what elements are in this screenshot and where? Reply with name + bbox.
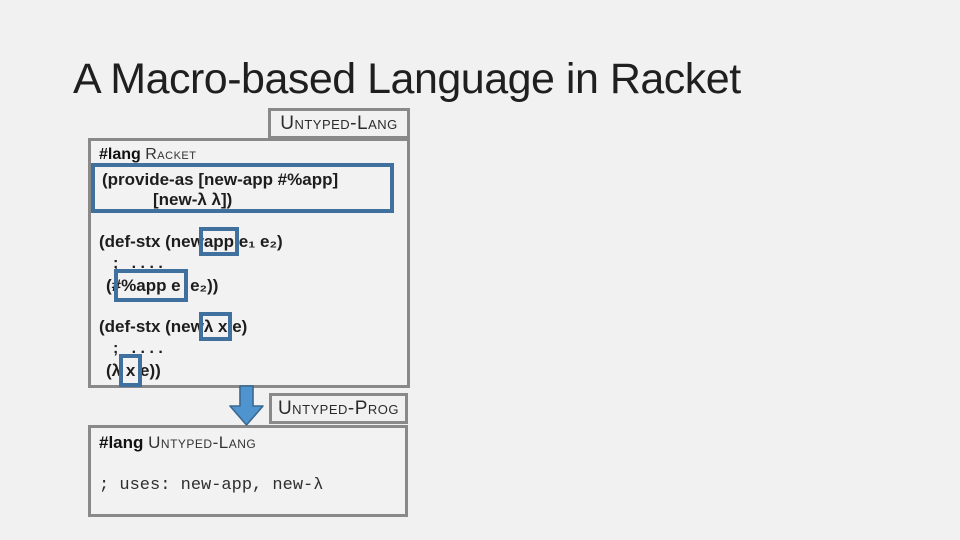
untyped-prog-label-box: Untyped-Prog — [269, 393, 408, 424]
untyped-lang-label-box: Untyped-Lang — [268, 108, 410, 139]
page-title: A Macro-based Language in Racket — [73, 55, 741, 103]
code-line-lambda-body: (λ x e)) — [106, 354, 247, 387]
untyped-lang-label: Untyped-Lang — [280, 112, 398, 134]
code-line-ellipsis: ; . . . . — [113, 255, 163, 272]
highlight-box-lambda-x: λ x — [198, 312, 233, 341]
code-segment: (λ — [106, 361, 126, 380]
uses-comment: ; uses: new-app, new-λ — [99, 476, 324, 495]
code-segment: e₂)) — [180, 276, 219, 295]
provide-line-1: (provide-as [new-app #%app] — [102, 170, 339, 189]
code-segment: (# — [106, 276, 122, 295]
highlight-box-x: x — [118, 354, 143, 387]
lang-directive-untyped-lang: #lang Untyped-Lang — [99, 433, 256, 453]
bottom-code-box: #lang Untyped-Lang ; uses: new-app, new-… — [88, 425, 408, 517]
untyped-prog-label: Untyped-Prog — [277, 397, 400, 419]
provide-highlight-box: (provide-as [new-app #%app] [new-λ λ]) — [91, 163, 394, 213]
lang-directive-racket: #lang Racket — [99, 146, 196, 164]
code-segment: (def-stx (new — [99, 232, 204, 251]
code-segment: e₁ e₂) — [234, 232, 283, 251]
code-segment: (def-stx (new — [99, 317, 204, 336]
code-segment: e) — [227, 317, 248, 336]
highlight-box-app: app — [198, 227, 240, 256]
main-code-box: #lang Racket (provide-as [new-app #%app]… — [88, 138, 410, 388]
code-line-app-body: (#%app e e₂)) — [106, 269, 283, 302]
code-segment: e)) — [135, 361, 161, 380]
lang-name-untyped-lang: Untyped-Lang — [148, 433, 257, 452]
highlight-box-percent-app: %app e — [114, 269, 188, 302]
lang-name-racket: Racket — [145, 146, 197, 163]
code-line-new-app-head: (def-stx (newapp e₁ e₂) — [99, 227, 283, 256]
def-stx-new-lambda-block: (def-stx (newλ x e) ; . . . . (λ x e)) — [99, 312, 248, 387]
code-line-ellipsis: ; . . . . — [113, 340, 163, 357]
hash-lang-keyword: #lang — [99, 146, 141, 163]
provide-line-2: [new-λ λ]) — [153, 190, 233, 209]
hash-lang-keyword: #lang — [99, 433, 144, 452]
code-line-new-lambda-head: (def-stx (newλ x e) — [99, 312, 248, 341]
def-stx-new-app-block: (def-stx (newapp e₁ e₂) ; . . . . (#%app… — [99, 227, 283, 302]
down-arrow-icon — [229, 385, 264, 426]
